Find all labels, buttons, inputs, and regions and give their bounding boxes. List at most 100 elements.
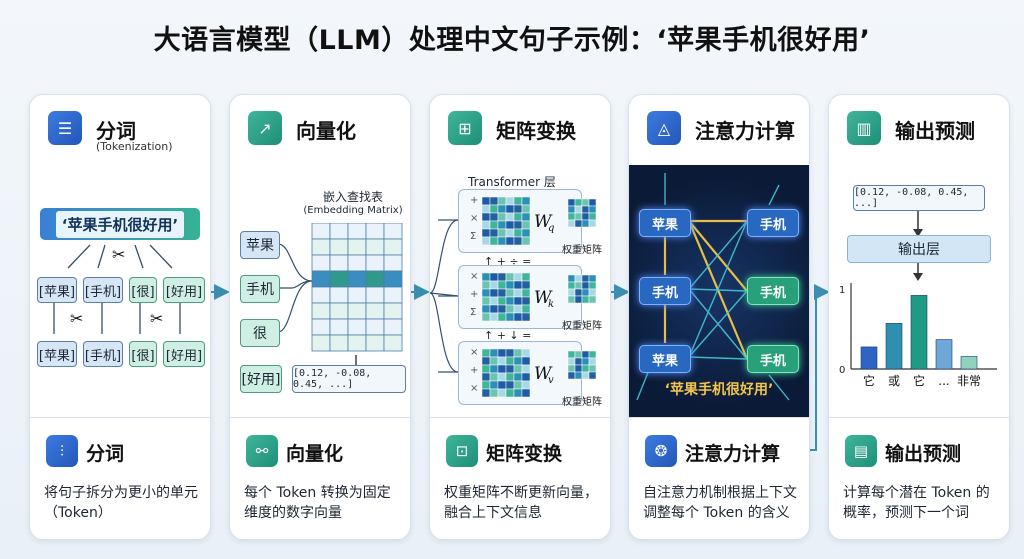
x-tick-label: 非常 — [957, 374, 981, 388]
vector-box: [0.12, -0.08, 0.45, ...] — [292, 365, 406, 393]
token: [好用] — [163, 277, 205, 303]
bar — [960, 356, 978, 370]
svg-text:k: k — [548, 299, 554, 310]
token: [手机] — [83, 341, 123, 367]
footer-title: 注意力计算 — [685, 443, 781, 465]
footer-desc: 权重矩阵不断更新向量，融合上下文信息 — [444, 485, 598, 521]
token: [很] — [129, 341, 157, 367]
token: [很] — [129, 277, 157, 303]
input-token: 苹果 — [240, 231, 280, 259]
op-row: ↑ + ↓ = — [484, 329, 532, 342]
card-output: ▥ 输出预测 [0.12, -0.08, 0.45, ...] 输出层 1 0 它或… — [828, 94, 1010, 540]
svg-text:+: + — [470, 289, 478, 300]
svg-text:W: W — [534, 288, 553, 308]
brain-icon: ❂ — [645, 435, 677, 467]
bar — [935, 339, 953, 370]
last-token: [好用] — [240, 365, 282, 393]
weight-label: 权重矩阵 — [562, 245, 602, 256]
y-tick-label: 1 — [839, 285, 845, 296]
token: [好用] — [163, 341, 205, 367]
svg-text:v: v — [548, 375, 554, 386]
svg-text:+: + — [470, 195, 478, 206]
footer-title: 矩阵变换 — [486, 443, 563, 465]
footer-desc: 将句子拆分为更小的单元（Token） — [44, 485, 198, 521]
weight-matrices: + × Σ Wq × + Σ Wk × + × Wv — [430, 195, 597, 398]
card-title: 注意力计算 — [695, 119, 795, 143]
x-tick-label: 或 — [888, 374, 900, 388]
footer-title: 分词 — [86, 443, 125, 465]
graph-icon: ◬ — [647, 111, 681, 145]
card-title: 向量化 — [296, 119, 356, 143]
attention-node: 苹果 — [639, 345, 691, 373]
table-title: 嵌入查找表 — [322, 190, 383, 204]
footer-desc: 自注意力机制根据上下文调整每个 Token 的含义 — [643, 485, 797, 521]
token: [苹果] — [37, 341, 77, 367]
x-tick-label: 它 — [913, 373, 925, 388]
svg-text:W: W — [534, 364, 553, 384]
svg-text:Σ: Σ — [470, 307, 476, 318]
token: [手机] — [83, 277, 123, 303]
document-icon: ▤ — [845, 435, 877, 467]
card-title: 矩阵变换 — [496, 119, 576, 143]
bar — [910, 295, 928, 370]
svg-text:✂: ✂ — [150, 309, 163, 328]
table-subtitle: (Embedding Matrix) — [303, 205, 403, 216]
card-title: 输出预测 — [895, 119, 975, 143]
y-tick-label: 0 — [839, 365, 845, 376]
card-title: 分词 — [96, 119, 136, 143]
list-icon: ☰ — [48, 111, 82, 145]
attention-node: 手机 — [747, 209, 799, 237]
split-arrows: ✂ ✂ ✂ — [53, 244, 181, 334]
attention-node: 手机 — [747, 277, 799, 305]
footer-desc: 计算每个潜在 Token 的概率，预测下一个词 — [843, 485, 990, 521]
matrix-icon: ⊞ — [448, 111, 482, 145]
card-embedding: ↗ 向量化 嵌入查找表 (Embedding Matrix) 苹果 手机 很 [… — [229, 94, 411, 540]
sentence-box: ‘苹果手机很好用’ — [55, 210, 185, 238]
svg-text:✂: ✂ — [112, 245, 125, 264]
svg-text:×: × — [470, 347, 478, 358]
chart-icon: ↗ — [248, 111, 282, 145]
svg-text:✂: ✂ — [70, 309, 83, 328]
card-subtitle: (Tokenization) — [96, 140, 173, 153]
svg-text:W: W — [534, 212, 553, 232]
page-title: 大语言模型（LLM）处理中文句子示例：‘苹果手机很好用’ — [153, 25, 871, 56]
bar-chart-icon: ▥ — [847, 111, 881, 145]
card-attention: ◬ 注意力计算 苹果 — [628, 94, 810, 540]
svg-text:+: + — [470, 365, 478, 376]
attention-sentence: ‘苹果手机很好用’ — [664, 382, 774, 398]
embedding-matrix — [277, 223, 403, 379]
grid-icon: ⊡ — [446, 435, 478, 467]
token: [苹果] — [37, 277, 77, 303]
attention-node: 手机 — [639, 277, 691, 305]
attention-node: 苹果 — [639, 209, 691, 237]
bar — [885, 323, 903, 370]
svg-text:Σ: Σ — [470, 231, 476, 242]
layer-label: Transformer 层 — [468, 175, 556, 189]
weight-label: 权重矩阵 — [562, 321, 602, 332]
attention-node: 手机 — [747, 345, 799, 373]
svg-text:×: × — [470, 213, 478, 224]
weight-label: 权重矩阵 — [562, 397, 602, 408]
x-tick-label: ... — [938, 374, 949, 388]
split-icon: ⫶ — [46, 435, 78, 467]
x-tick-label: 它 — [863, 373, 875, 388]
vector-box: [0.12, -0.08, 0.45, ...] — [853, 185, 985, 211]
footer-title: 输出预测 — [885, 443, 962, 465]
footer-title: 向量化 — [286, 443, 344, 465]
output-layer: 输出层 — [847, 235, 991, 263]
arrow-4-5 — [810, 284, 830, 451]
probability-chart: 1 0 它或它... 非常 — [839, 283, 997, 388]
bar — [860, 346, 878, 370]
svg-text:q: q — [548, 223, 554, 234]
card-tokenization: ☰ 分词 (Tokenization) ‘苹果手机很好用’ ✂ ✂ ✂ [苹果]… — [29, 94, 211, 540]
svg-text:×: × — [470, 383, 478, 394]
footer-desc: 每个 Token 转换为固定维度的数字向量 — [244, 485, 391, 521]
input-token: 手机 — [240, 275, 280, 303]
op-row: ↑ + ÷ = — [484, 255, 532, 268]
network-icon: ⚯ — [246, 435, 278, 467]
svg-text:×: × — [470, 271, 478, 282]
input-token: 很 — [240, 319, 280, 347]
